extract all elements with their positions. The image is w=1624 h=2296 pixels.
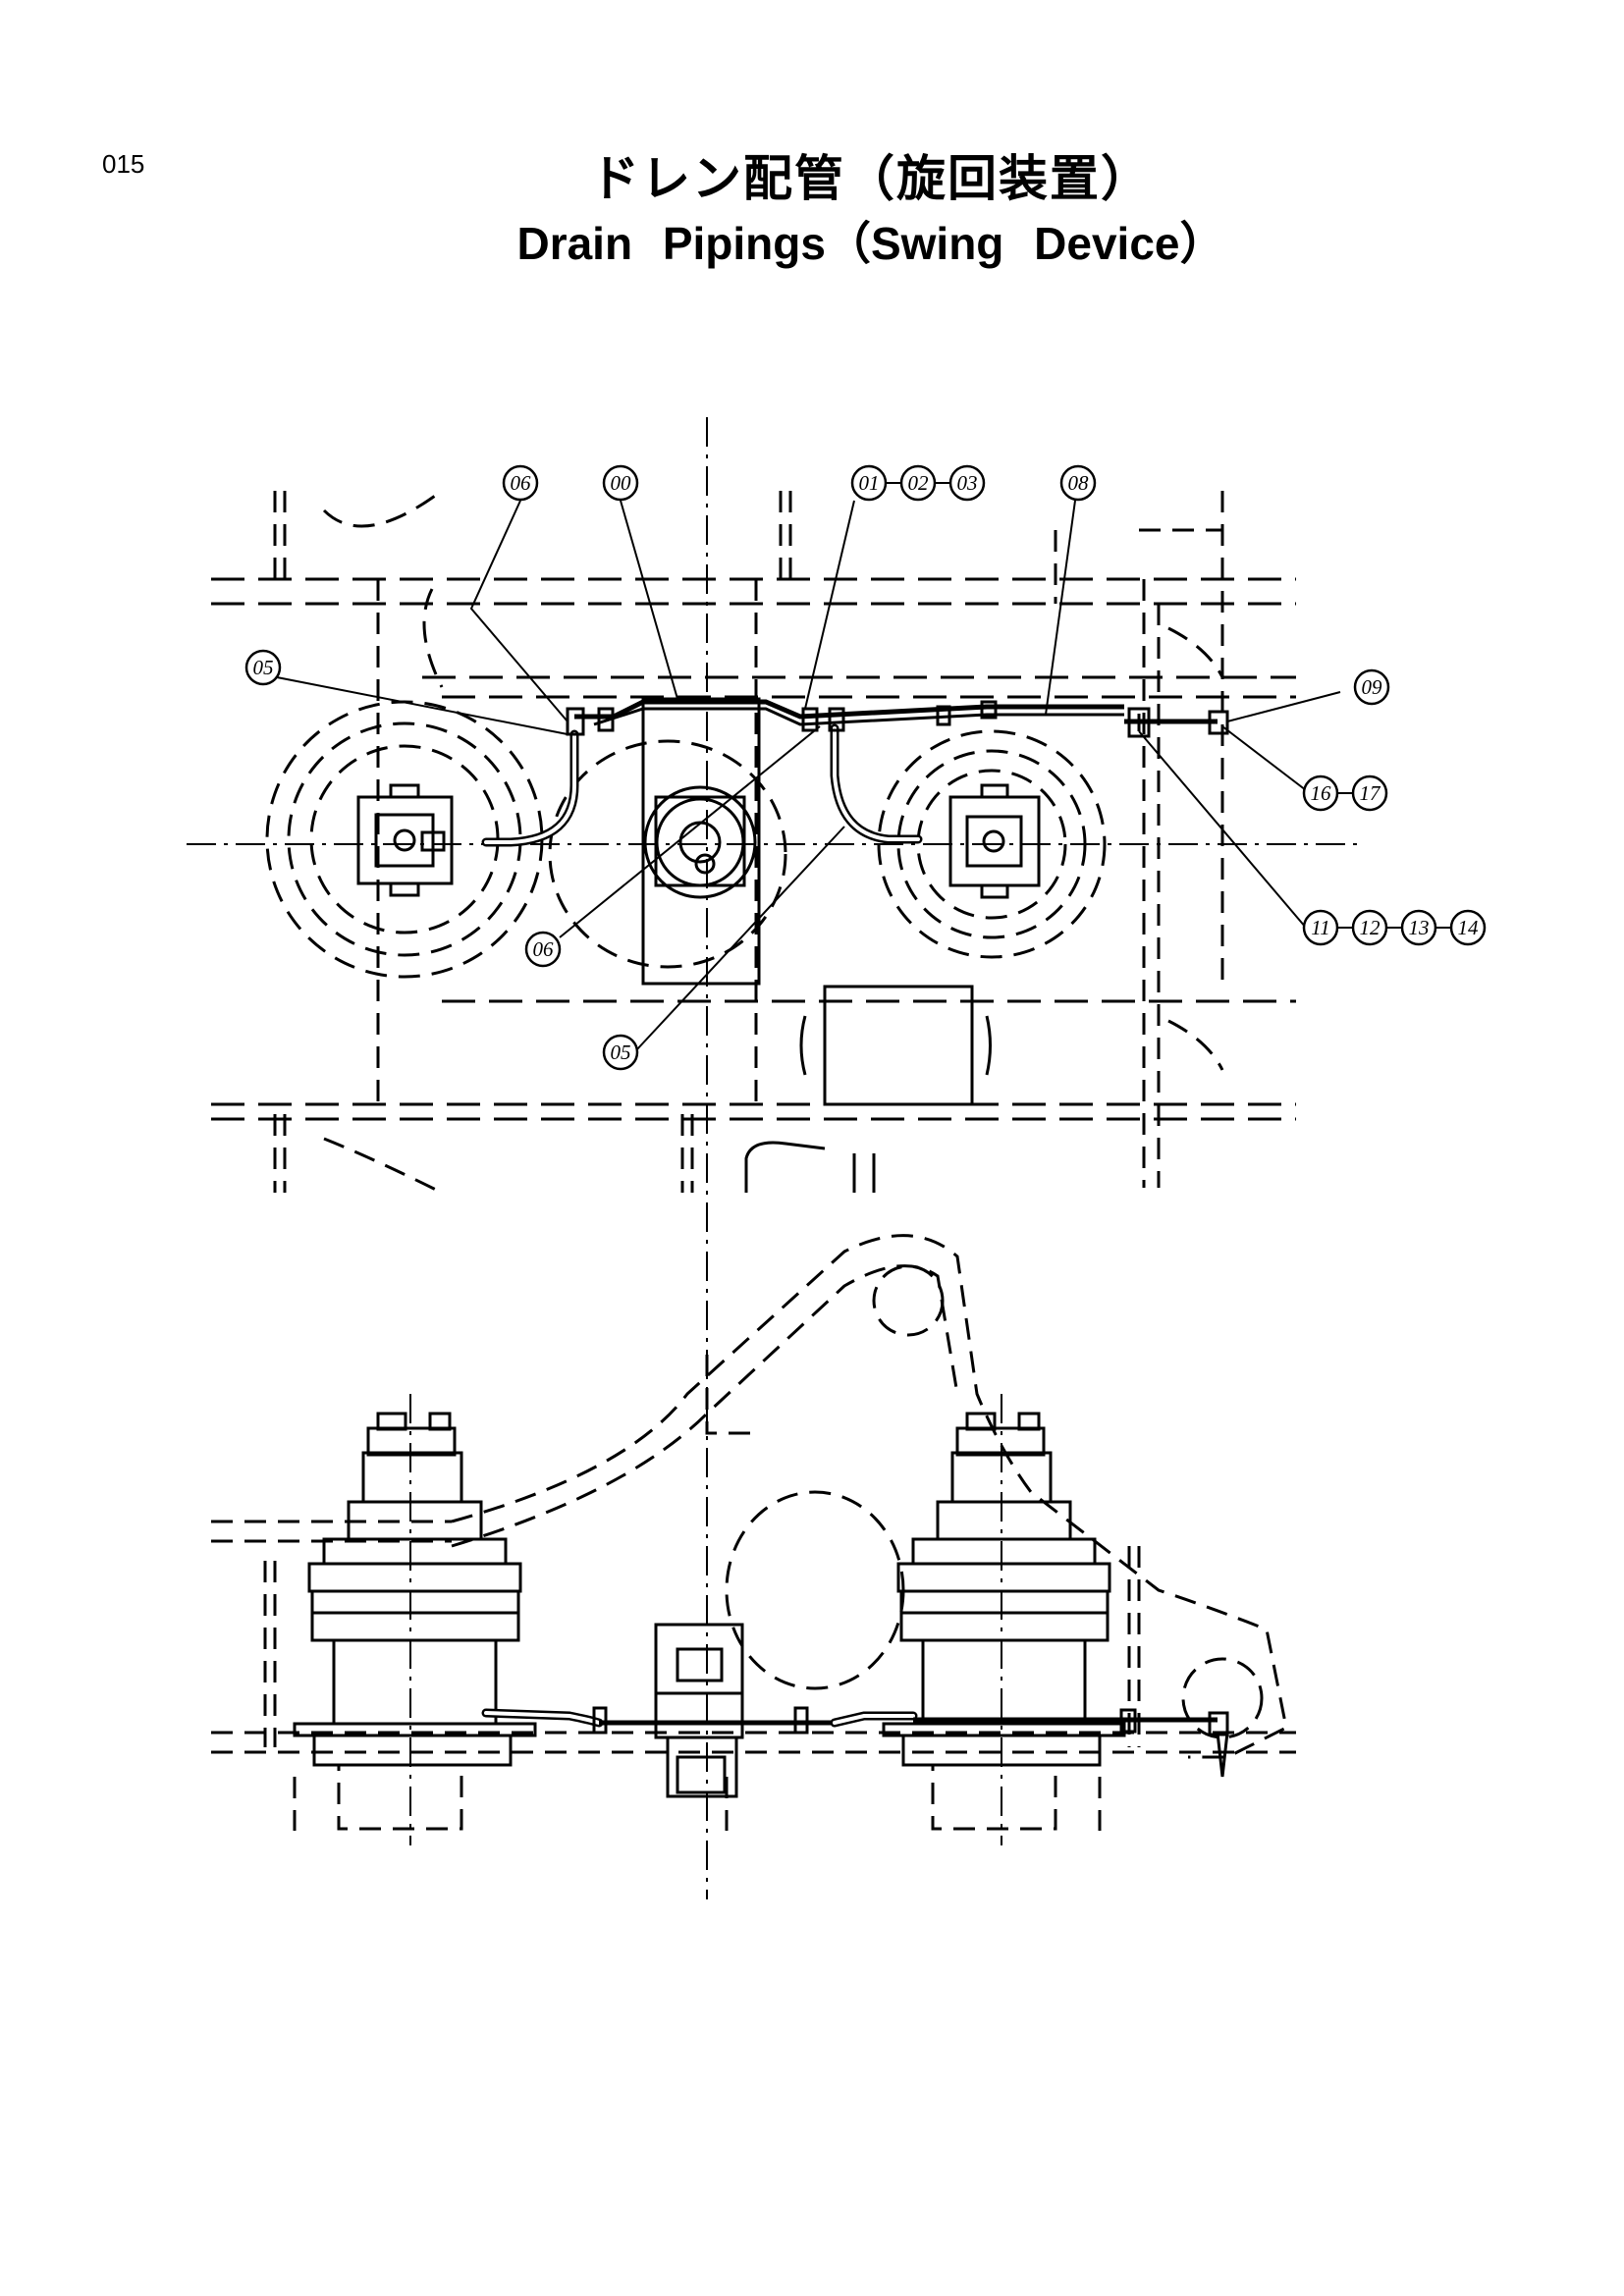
svg-text:12: 12 (1360, 916, 1381, 939)
callout-09: 09 (1353, 668, 1390, 706)
callout-06-mid: 06 (524, 931, 562, 968)
callout-bubbles: 06 00 01 02 03 08 05 09 (244, 464, 1487, 1071)
callout-00: 00 (602, 464, 639, 502)
callout-05-left: 05 (244, 649, 282, 686)
svg-text:09: 09 (1362, 675, 1383, 699)
drain-pipings-side (481, 1706, 1229, 1778)
callout-02: 02 (899, 464, 937, 502)
svg-text:05: 05 (253, 656, 274, 679)
callout-13: 13 (1400, 909, 1437, 946)
right-swing-motor-side (882, 1394, 1126, 1845)
callout-leaders (276, 500, 1341, 1051)
callout-01: 01 (850, 464, 888, 502)
svg-text:02: 02 (908, 471, 930, 495)
svg-text:01: 01 (859, 471, 880, 495)
svg-text:03: 03 (957, 471, 978, 495)
callout-14: 14 (1449, 909, 1487, 946)
drain-pipings-plan (481, 699, 1229, 847)
callout-17: 17 (1351, 774, 1388, 812)
callout-06-top: 06 (502, 464, 539, 502)
left-swing-motor-side (293, 1394, 537, 1845)
frame-rails (211, 489, 1296, 1195)
right-swing-motor-plan (877, 729, 1107, 959)
svg-text:06: 06 (533, 937, 555, 961)
plan-view (187, 417, 1365, 1899)
callout-11: 11 (1302, 909, 1339, 946)
svg-text:00: 00 (611, 471, 632, 495)
svg-text:08: 08 (1068, 471, 1090, 495)
svg-text:14: 14 (1458, 916, 1480, 939)
elevation-view (211, 1234, 1296, 1845)
page-number: 015 (102, 149, 145, 179)
callout-08: 08 (1059, 464, 1097, 502)
svg-text:16: 16 (1311, 781, 1332, 805)
svg-text:05: 05 (611, 1041, 631, 1064)
callout-12: 12 (1351, 909, 1388, 946)
svg-text:13: 13 (1409, 916, 1430, 939)
page-title-japanese: ドレン配管（旋回装置） (590, 150, 1152, 207)
svg-text:17: 17 (1360, 781, 1382, 805)
callout-16: 16 (1302, 774, 1339, 812)
callout-03: 03 (948, 464, 986, 502)
center-motor-side (654, 1623, 744, 1798)
page-title-english: Drain Pipings（Swing Device） (516, 218, 1225, 269)
svg-text:06: 06 (511, 471, 532, 495)
cross-member-plan (744, 985, 992, 1193)
callout-05-mid: 05 (602, 1034, 639, 1071)
svg-text:11: 11 (1311, 916, 1329, 939)
center-motor-plan (548, 697, 787, 986)
